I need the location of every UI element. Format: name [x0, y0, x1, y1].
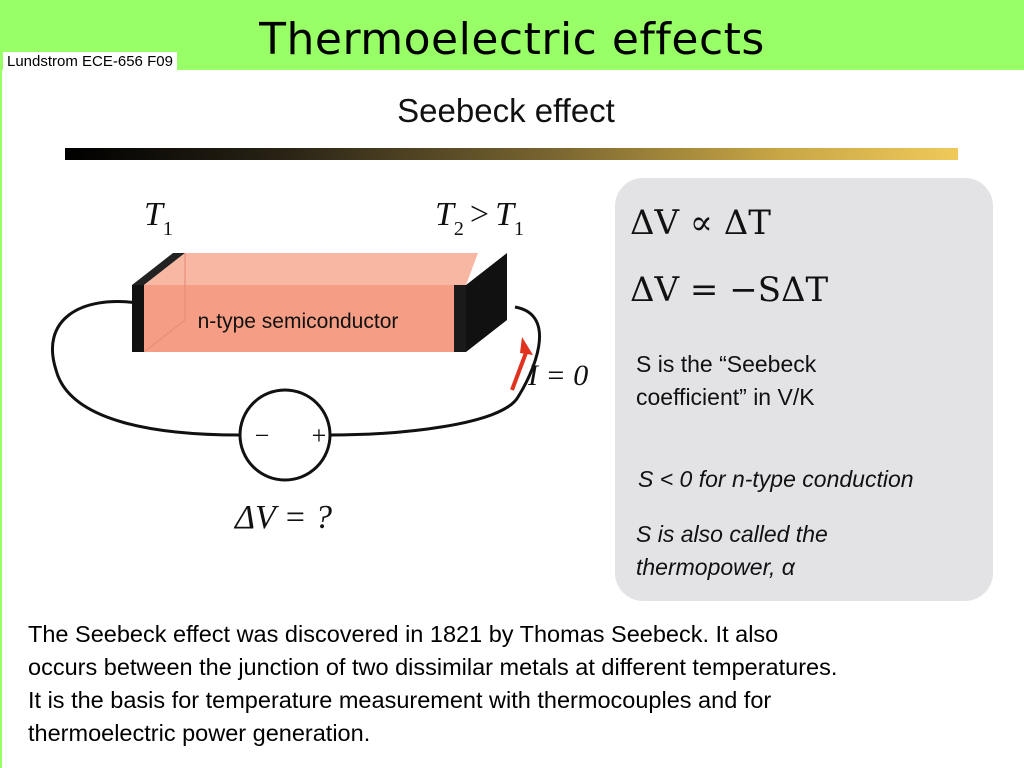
thermopower-line-1: S is also called the	[636, 521, 828, 547]
bar-front-face	[144, 285, 466, 352]
thermopower-line-2: thermopower, α	[636, 554, 795, 580]
bar-top-face	[144, 253, 478, 285]
seebeck-coefficient-note: S is the “Seebeck coefficient” in V/K	[636, 348, 816, 414]
right-contact-face	[466, 253, 507, 352]
bar-label: n-type semiconductor	[198, 310, 399, 333]
left-accent-edge	[0, 0, 2, 768]
t1-label: T1	[144, 196, 173, 240]
right-wire	[329, 305, 542, 437]
bar-inner-edge	[143, 319, 186, 353]
current-label: I = 0	[527, 359, 588, 392]
voltmeter-minus: −	[255, 421, 270, 450]
course-tag: Lundstrom ECE-656 F09	[3, 52, 177, 72]
seebeck-equation: ΔV = −SΔT	[630, 270, 829, 310]
right-contact-front	[454, 285, 466, 352]
slide-subtitle: Seebeck effect	[397, 92, 615, 129]
voltmeter-plus: +	[312, 421, 327, 450]
left-wire	[50, 300, 241, 437]
thermopower-note: S is also called the thermopower, α	[636, 518, 828, 584]
body-line-2: occurs between the junction of two dissi…	[28, 654, 838, 680]
seebeck-coefficient-line-1: S is the “Seebeck	[636, 351, 817, 377]
current-arrow-head	[520, 337, 533, 355]
left-contact	[132, 285, 146, 352]
proportional-equation: ΔV ∝ ΔT	[630, 203, 771, 243]
body-line-4: thermoelectric power generation.	[28, 720, 371, 746]
body-line-3: It is the basis for temperature measurem…	[28, 687, 772, 713]
slide-title: Thermoelectric effects	[259, 14, 765, 65]
current-arrow-shaft	[510, 349, 529, 391]
body-paragraph: The Seebeck effect was discovered in 182…	[28, 618, 1018, 750]
seebeck-diagram: n-type semiconductor T1 T2>T1 I = 0 − + …	[50, 196, 588, 536]
n-type-sign-note: S < 0 for n-type conduction	[638, 466, 914, 492]
left-contact-top	[132, 253, 185, 285]
voltmeter-circle	[238, 388, 332, 482]
callout-box	[615, 178, 993, 601]
seebeck-coefficient-line-2: coefficient” in V/K	[636, 384, 815, 410]
body-line-1: The Seebeck effect was discovered in 182…	[28, 621, 779, 647]
gradient-divider	[65, 148, 958, 160]
t2-gt-t1-label: T2>T1	[435, 196, 524, 240]
voltage-question-label: ΔV = ?	[233, 499, 332, 536]
